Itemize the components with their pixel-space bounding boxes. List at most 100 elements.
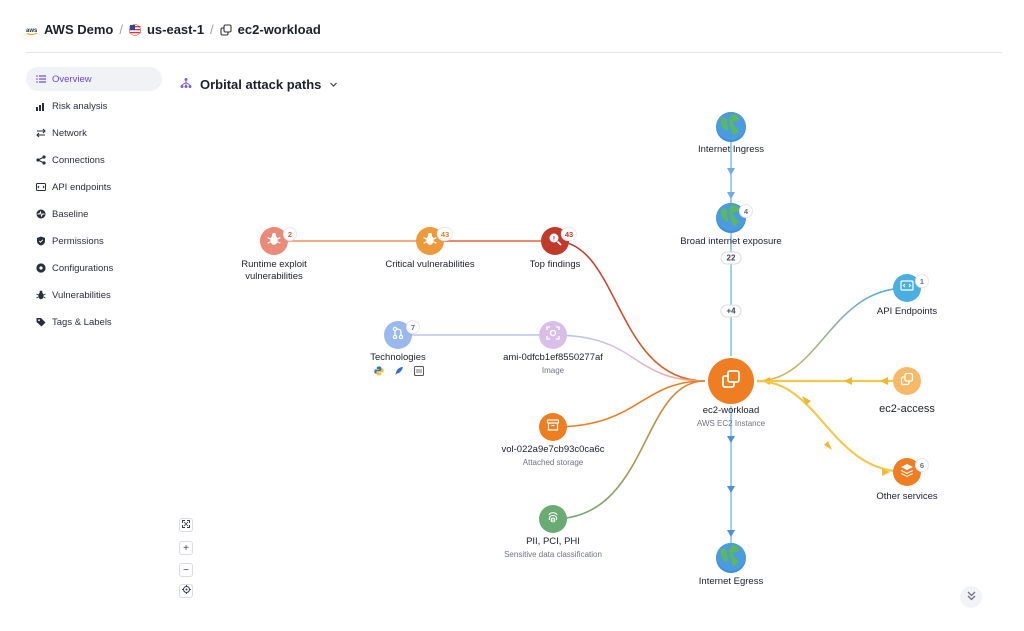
sidebar-item-api-endpoints[interactable]: API endpoints — [26, 175, 162, 199]
image-sublabel: Image — [541, 366, 565, 375]
arrow-head — [844, 377, 852, 385]
sidebar-item-label: Tags & Labels — [52, 316, 112, 328]
runtime-count-badge: 2 — [283, 227, 297, 241]
ec2-workload-label: ec2-workload — [702, 405, 760, 416]
globe-icon — [716, 203, 746, 233]
zoom-out-button[interactable]: − — [179, 563, 193, 577]
sidebar-item-permissions[interactable]: Permissions — [26, 229, 162, 253]
sidebar-item-label: Network — [52, 127, 87, 139]
sidebar-item-label: API endpoints — [52, 181, 112, 193]
package-icon — [414, 366, 424, 376]
double-chevron-down-icon — [966, 588, 977, 606]
aws-logo-icon: aws — [26, 24, 38, 36]
fit-view-button[interactable] — [179, 518, 193, 532]
scroll-down-button[interactable] — [960, 586, 982, 608]
technology-icons — [374, 366, 424, 376]
chevron-down-icon — [329, 77, 338, 92]
api-endpoints-label: API Endpoints — [876, 306, 938, 317]
edge-pii-ec2 — [552, 380, 706, 520]
sidebar-item-vulnerabilities[interactable]: Vulnerabilities — [26, 283, 162, 307]
edge-ec2-api — [756, 287, 908, 382]
sidebar-item-baseline[interactable]: Baseline — [26, 202, 162, 226]
svg-text:aws: aws — [26, 28, 38, 34]
sidebar-item-tags-labels[interactable]: Tags & Labels — [26, 310, 162, 334]
sidebar-item-label: Vulnerabilities — [52, 289, 111, 301]
header-divider — [26, 52, 1002, 53]
api-icon — [36, 182, 46, 192]
arrow-head — [880, 377, 888, 385]
sensitive-data-node[interactable] — [539, 505, 567, 533]
layers-icon — [900, 372, 914, 391]
breadcrumb-account[interactable]: AWS Demo — [44, 22, 114, 37]
api-endpoints-count-badge: 1 — [915, 274, 929, 288]
sidebar-item-network[interactable]: Network — [26, 121, 162, 145]
image-label: ami-0dfcb1ef8550277af — [503, 352, 603, 363]
ec2-workload-sublabel: AWS EC2 Instance — [696, 419, 766, 428]
volume-node[interactable] — [539, 413, 567, 441]
breadcrumb-separator: / — [119, 22, 123, 37]
edge-findings-ec2 — [554, 240, 706, 382]
zoom-in-button[interactable]: + — [179, 541, 193, 555]
git-icon — [391, 326, 405, 345]
critical-vulnerabilities-label: Critical vulnerabilities — [385, 259, 475, 270]
arrow-head — [882, 469, 890, 476]
findings-count-badge: 43 — [560, 227, 578, 241]
center-view-button[interactable] — [179, 584, 193, 598]
baseline-icon — [36, 209, 46, 219]
edge-image-ec2 — [552, 334, 706, 382]
gear-icon — [36, 263, 46, 273]
magnifier-icon: ! — [548, 232, 562, 251]
broad-exposure-label: Broad internet exposure — [680, 236, 782, 247]
feather-icon — [394, 366, 404, 376]
sidebar-item-label: Configurations — [52, 262, 114, 274]
arrow-head — [727, 486, 735, 493]
sidebar-item-label: Risk analysis — [52, 100, 108, 112]
globe-icon — [716, 543, 746, 573]
sidebar-item-overview[interactable]: Overview — [26, 67, 162, 91]
share-icon — [36, 155, 46, 165]
arrow-head — [802, 396, 811, 405]
sidebar-item-label: Baseline — [52, 208, 89, 220]
list-icon — [36, 74, 46, 84]
python-icon — [374, 366, 384, 376]
sidebar-nav: Overview Risk analysis Network Connectio… — [26, 67, 162, 337]
sidebar-item-risk-analysis[interactable]: Risk analysis — [26, 94, 162, 118]
attack-path-icon — [180, 77, 192, 92]
internet-ingress-node[interactable] — [716, 112, 746, 142]
image-node[interactable] — [539, 321, 567, 349]
api-icon — [900, 279, 914, 298]
bug-icon — [423, 232, 437, 251]
ec2-access-label: ec2-access — [879, 403, 935, 415]
ec2-access-node[interactable] — [893, 367, 921, 395]
more-paths-pill[interactable]: +4 — [720, 304, 742, 318]
breadcrumb: aws AWS Demo / us-east-1 / ec2-workload — [26, 22, 321, 37]
sidebar-item-configurations[interactable]: Configurations — [26, 256, 162, 280]
internet-egress-label: Internet Egress — [698, 576, 764, 587]
storage-icon — [546, 418, 560, 437]
internet-egress-node[interactable] — [716, 543, 746, 573]
target-icon — [181, 585, 191, 597]
volume-sublabel: Attached storage — [522, 458, 584, 467]
top-findings-label: Top findings — [529, 259, 581, 270]
shield-icon — [36, 236, 46, 246]
chart-icon — [36, 101, 46, 111]
arrow-head — [727, 436, 735, 443]
arrow-head — [727, 168, 735, 175]
sidebar-item-label: Overview — [52, 73, 92, 85]
fit-icon — [182, 519, 190, 531]
sidebar-item-connections[interactable]: Connections — [26, 148, 162, 172]
image-icon — [546, 325, 560, 345]
breadcrumb-region[interactable]: us-east-1 — [146, 22, 205, 37]
bug-icon — [36, 290, 46, 300]
sidebar-item-label: Connections — [52, 154, 105, 166]
sidebar-item-label: Permissions — [52, 235, 104, 247]
path-count-pill[interactable]: 22 — [720, 251, 742, 265]
critical-count-badge: 43 — [436, 227, 454, 241]
globe-icon — [716, 112, 746, 142]
attack-paths-title-dropdown[interactable]: Orbital attack paths — [180, 77, 338, 92]
page-title: Orbital attack paths — [200, 77, 322, 92]
other-services-label: Other services — [876, 491, 938, 502]
ec2-workload-node[interactable] — [708, 358, 754, 404]
arrow-head — [727, 192, 735, 199]
